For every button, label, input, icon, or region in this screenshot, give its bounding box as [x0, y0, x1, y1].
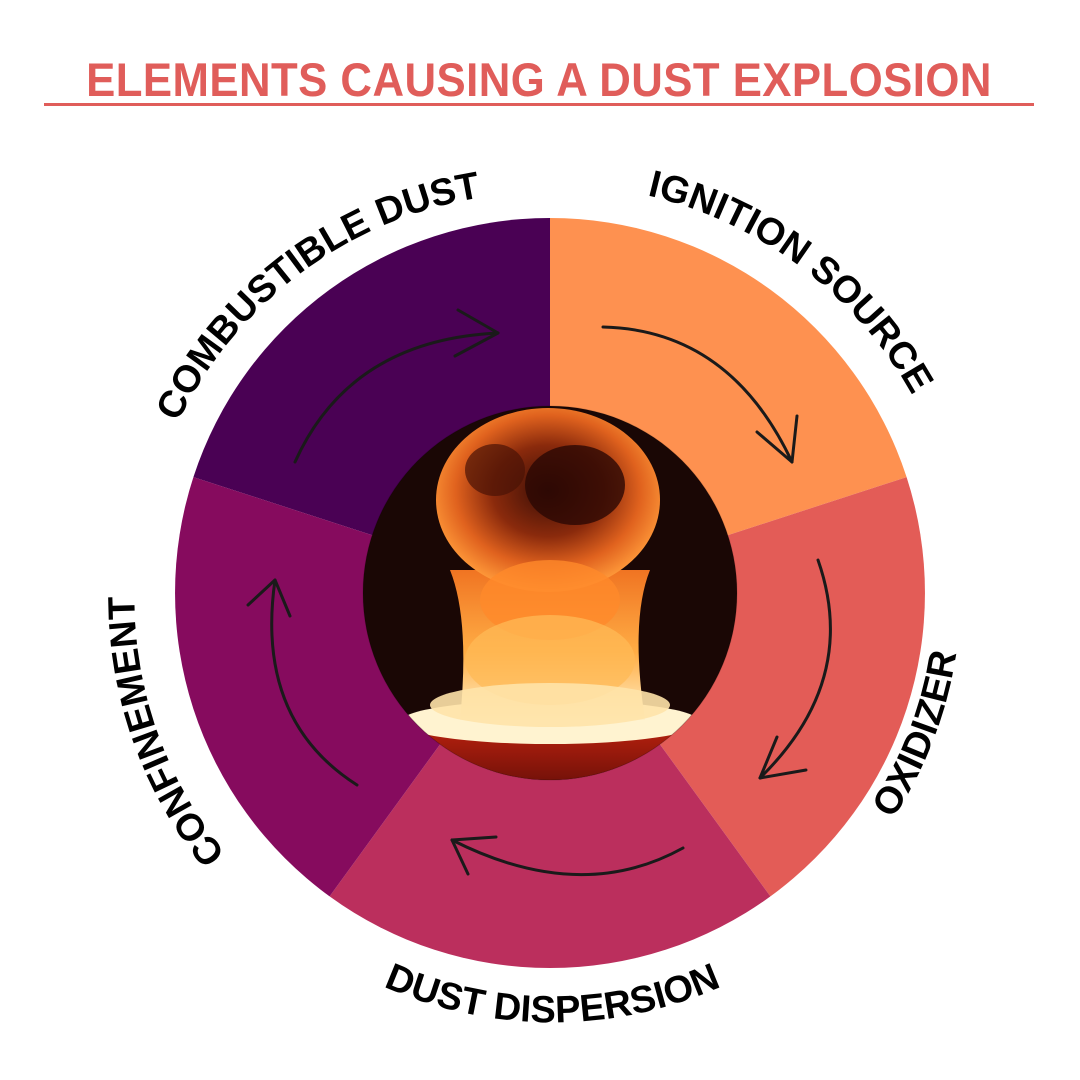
segment-dust-dispersion — [329, 593, 771, 969]
cycle-arrows — [246, 308, 832, 877]
arrow-icon — [601, 325, 799, 464]
title-text: ELEMENTS CAUSING A DUST EXPLOSION — [86, 53, 992, 106]
arrow-icon — [293, 308, 500, 464]
arrow-icon — [758, 558, 832, 780]
arrow-icon — [450, 835, 685, 877]
title-underline — [44, 103, 1034, 106]
arrow-icon — [246, 578, 359, 787]
page-title: ELEMENTS CAUSING A DUST EXPLOSION — [44, 52, 1034, 112]
image-border — [362, 405, 738, 781]
